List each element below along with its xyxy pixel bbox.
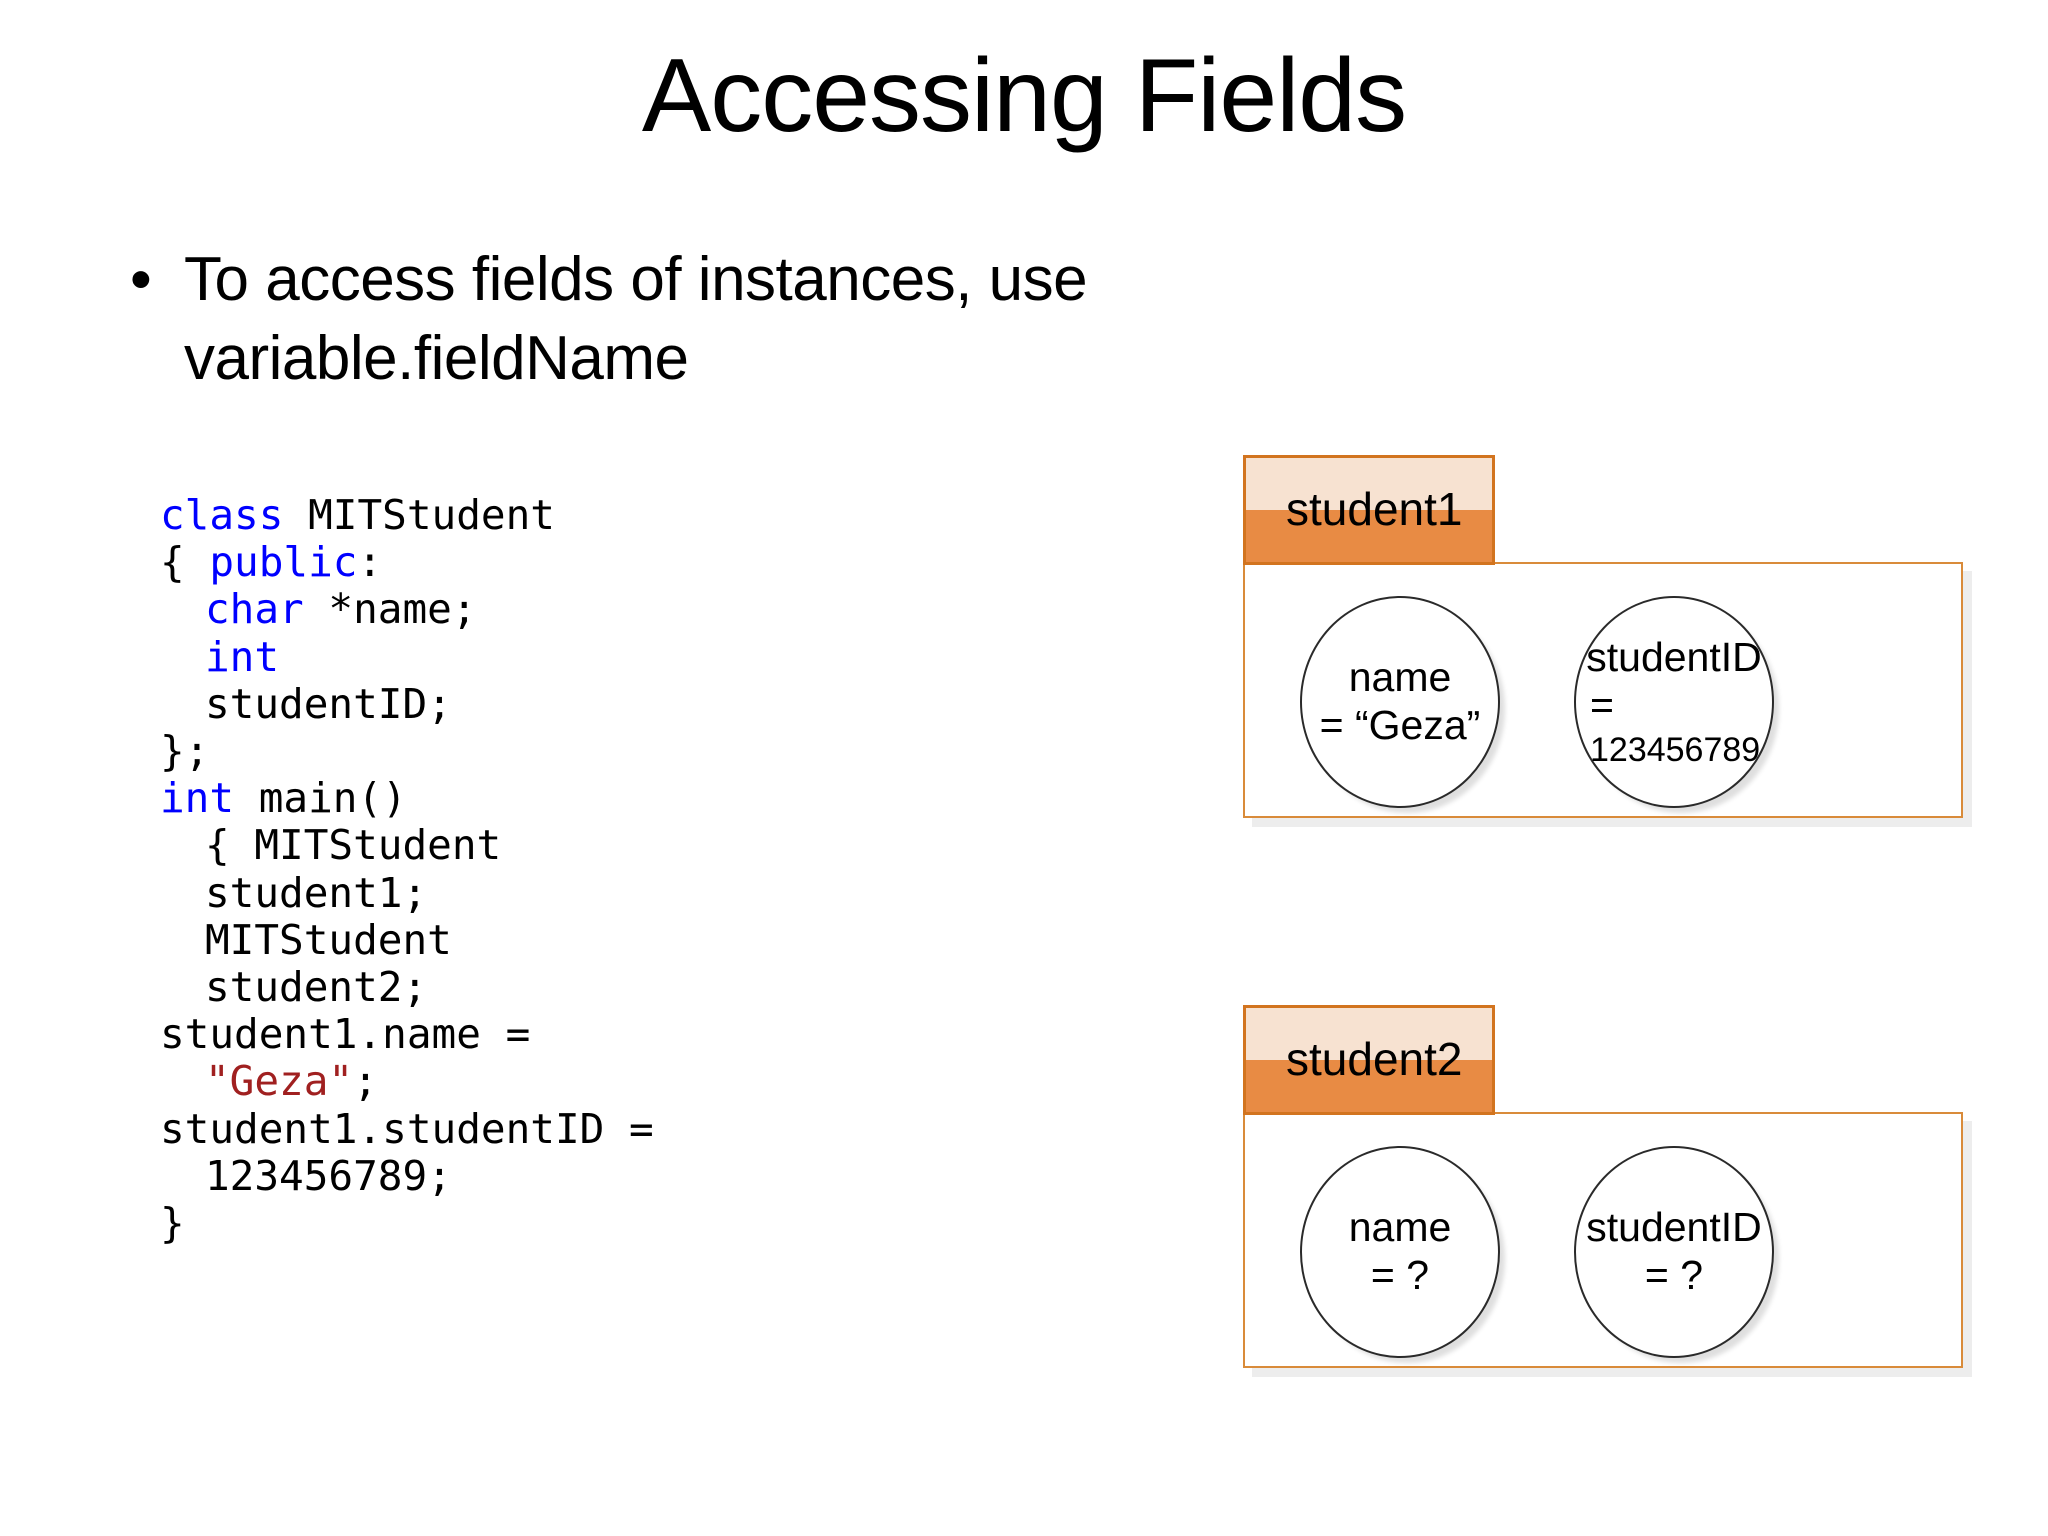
code-token: 123456789; bbox=[205, 1151, 452, 1200]
code-line: student1.studentID = bbox=[160, 1104, 920, 1153]
bullet-list: • To access fields of instances, use var… bbox=[118, 240, 1378, 399]
code-token: { MITStudent bbox=[205, 821, 502, 870]
code-line: int main() bbox=[160, 775, 920, 822]
object-name-label: student2 bbox=[1286, 1033, 1463, 1086]
code-line: }; bbox=[160, 727, 920, 776]
field-circle-studentid: studentID = 123456789 bbox=[1574, 596, 1774, 808]
code-token: } bbox=[160, 1199, 185, 1248]
code-token: { bbox=[160, 538, 210, 587]
field-value: = “Geza” bbox=[1319, 702, 1481, 748]
code-token: class bbox=[160, 491, 284, 539]
field-label: studentID bbox=[1586, 633, 1762, 680]
code-line: { MITStudent bbox=[160, 822, 920, 869]
code-token: int bbox=[205, 632, 280, 681]
code-token: : bbox=[357, 538, 383, 587]
code-line: "Geza"; bbox=[160, 1058, 920, 1105]
code-line: int bbox=[160, 632, 920, 681]
code-token: student1.studentID = bbox=[160, 1104, 654, 1153]
field-label: name bbox=[1348, 1204, 1452, 1251]
code-line: student1.name = bbox=[160, 1011, 920, 1058]
code-line: char *name; bbox=[160, 586, 920, 633]
code-token: *name; bbox=[303, 585, 477, 634]
code-token: "Geza" bbox=[205, 1057, 354, 1106]
code-token: char bbox=[205, 585, 304, 634]
field-circle-name: name = “Geza” bbox=[1300, 596, 1500, 808]
field-label: studentID bbox=[1586, 1204, 1762, 1251]
object-name-label: student1 bbox=[1286, 483, 1463, 536]
code-line: 123456789; bbox=[160, 1151, 920, 1200]
field-circle-studentid: studentID = ? bbox=[1574, 1146, 1774, 1358]
code-token: student2; bbox=[205, 963, 428, 1012]
code-token: studentID; bbox=[205, 679, 452, 728]
code-token: }; bbox=[160, 727, 210, 776]
field-value-number: 123456789 bbox=[1590, 730, 1761, 769]
code-token: main() bbox=[234, 774, 407, 823]
code-line: student1; bbox=[160, 868, 920, 917]
code-token: student1; bbox=[205, 868, 428, 917]
object-tab-student2: student2 bbox=[1243, 1005, 1495, 1115]
code-token: student1.name = bbox=[160, 1010, 531, 1059]
object-tab-student1: student1 bbox=[1243, 455, 1495, 565]
code-token: public bbox=[209, 538, 358, 587]
code-line: { public: bbox=[160, 539, 920, 586]
bullet-text: To access fields of instances, use varia… bbox=[184, 245, 1088, 394]
code-line: class MITStudent bbox=[160, 491, 920, 539]
field-label: name bbox=[1348, 654, 1452, 701]
code-line: student2; bbox=[160, 963, 920, 1012]
code-token: ; bbox=[353, 1057, 378, 1106]
code-line: } bbox=[160, 1199, 920, 1248]
code-token: MITStudent bbox=[205, 915, 452, 964]
bullet-point-icon: • bbox=[130, 245, 152, 314]
code-token: MITStudent bbox=[283, 491, 555, 539]
field-value-equals: = bbox=[1590, 681, 1614, 728]
object-body-student2: name = ? studentID = ? bbox=[1243, 1112, 1963, 1368]
code-line: studentID; bbox=[160, 679, 920, 728]
code-token: int bbox=[160, 774, 235, 823]
code-line: MITStudent bbox=[160, 915, 920, 964]
field-value: = ? bbox=[1644, 1252, 1704, 1298]
page-title: Accessing Fields bbox=[641, 38, 1407, 154]
field-circle-name: name = ? bbox=[1300, 1146, 1500, 1358]
field-value: = ? bbox=[1370, 1252, 1430, 1298]
list-item: • To access fields of instances, use var… bbox=[118, 240, 1378, 399]
object-body-student1: name = “Geza” studentID = 123456789 bbox=[1243, 562, 1963, 818]
